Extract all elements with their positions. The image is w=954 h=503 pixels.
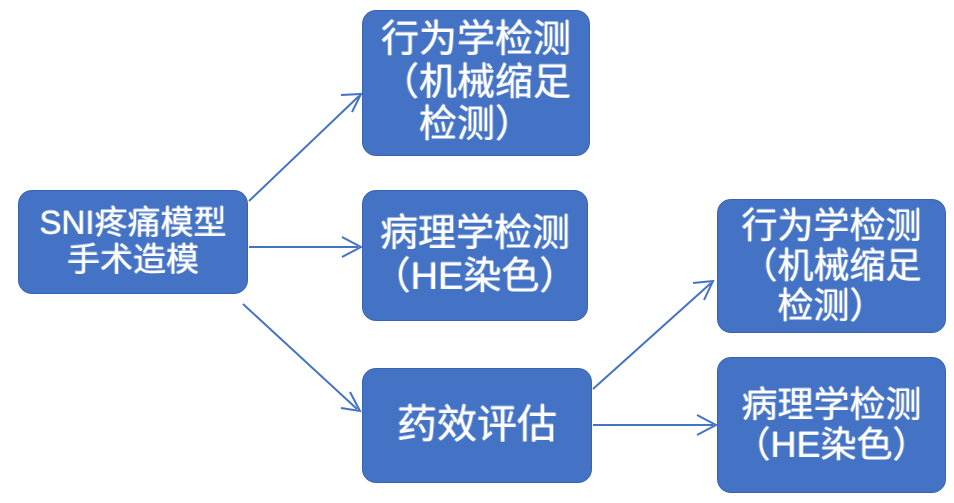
node-sni-pain-model[interactable]: SNI疼痛模型 手术造模 xyxy=(18,190,248,294)
edge-efficacy-to-pathology-right xyxy=(593,414,719,436)
node-pathology-test-right[interactable]: 病理学检测 （HE染色） xyxy=(717,357,946,493)
edge-sni-to-pathology-middle xyxy=(249,236,364,258)
node-efficacy-evaluation[interactable]: 药效评估 xyxy=(362,368,592,483)
node-behavior-test-top[interactable]: 行为学检测 （机械缩足 检测） xyxy=(362,10,590,156)
node-behavior-test-right[interactable]: 行为学检测 （机械缩足 检测） xyxy=(717,199,946,333)
node-pathology-test-middle[interactable]: 病理学检测 （HE染色） xyxy=(362,190,588,321)
edge-efficacy-to-behavior-right xyxy=(592,279,715,390)
edge-sni-to-behavior-top xyxy=(248,92,363,202)
edge-sni-to-efficacy xyxy=(242,303,362,413)
